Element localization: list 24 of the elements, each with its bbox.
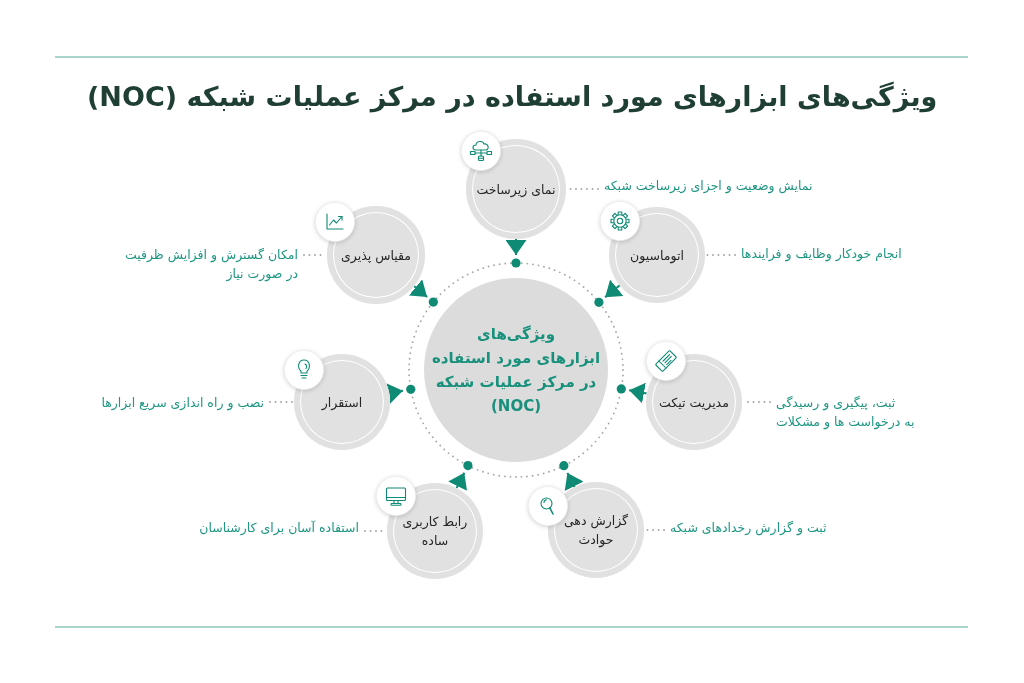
pointer-arrow xyxy=(448,471,467,491)
pointer-arrow xyxy=(386,383,404,404)
description-text: امکان گسترش و افزایش ظرفیت در صورت نیاز xyxy=(124,244,298,283)
feature-label: گزارش دهی حوادث xyxy=(563,512,629,549)
feature-label: اتوماسیون xyxy=(630,246,684,265)
feature-label: رابط کاربری ساده xyxy=(402,513,468,550)
description-text: ثبت و گزارش رخدادهای شبکه xyxy=(670,517,827,537)
leader-line xyxy=(269,401,294,403)
feature-label: مدیریت تیکت xyxy=(659,393,729,412)
pointer-arrow xyxy=(604,279,624,299)
pointer-arrow xyxy=(564,471,584,491)
feature-label: نمای زیرساخت xyxy=(476,180,556,199)
description-text: انجام خودکار وظایف و فرایندها xyxy=(741,243,902,263)
title: ویژگی‌های ابزارهای مورد استفاده در مرکز عملیات شبکه (NOC) xyxy=(87,80,938,115)
description-text: نمایش وضعیت و اجزای زیرساخت شبکه xyxy=(604,175,813,195)
leader-line xyxy=(705,254,736,256)
pointer-arrow xyxy=(505,238,527,256)
description-text: نصب و راه اندازی سریع ابزارها xyxy=(101,392,264,412)
feature-label: استقرار xyxy=(321,393,363,412)
pointer-arrow xyxy=(408,279,429,298)
description-text: استفاده آسان برای کارشناسان xyxy=(199,517,359,537)
feature-label: مقیاس پذیری xyxy=(340,246,411,265)
description-text: ثبت، پیگیری و رسیدگی به درخواست ها و مشکلات xyxy=(776,392,915,431)
pointer-arrow xyxy=(628,382,648,404)
